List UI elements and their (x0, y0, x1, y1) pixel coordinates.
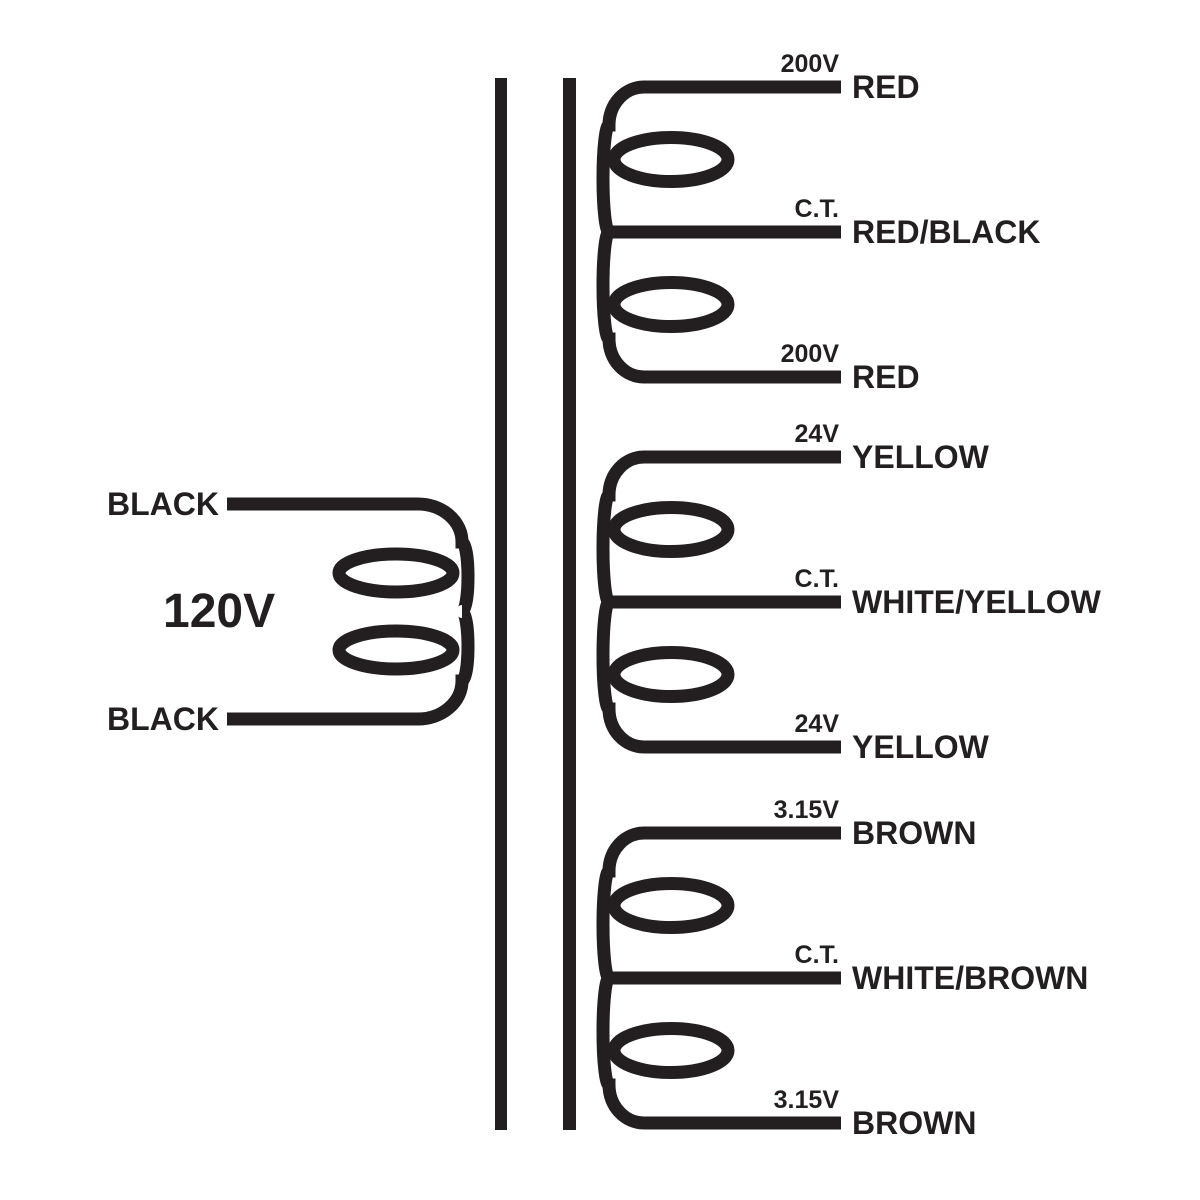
secondary-3-loop-1 (607, 877, 735, 934)
secondary-2-ct-tap-label: C.T. (795, 565, 839, 593)
secondary-1-ct-lead-label: RED/BLACK (852, 214, 1040, 250)
secondary-1-top-lead-label: RED (852, 69, 920, 105)
secondary-2-top-lead-label: YELLOW (852, 439, 990, 475)
secondary-winding-3 (596, 826, 841, 1130)
core-bar-right (563, 78, 576, 1130)
secondary-3-bottom-tap-label: 3.15V (774, 1086, 840, 1114)
secondary-2-loop-2 (607, 646, 735, 703)
primary-wire (227, 497, 475, 726)
secondary-3-bottom-lead-label: BROWN (852, 1105, 976, 1141)
secondary-3-ct-tap-label: C.T. (795, 941, 839, 969)
secondary-3-top-lead-label: BROWN (852, 815, 976, 851)
secondary-2-top-tap-label: 24V (795, 420, 840, 448)
primary-loop-1 (332, 547, 460, 599)
secondary-2-bottom-lead-label: YELLOW (852, 729, 990, 765)
secondary-1-loop-1 (607, 131, 735, 188)
secondary-3-loop-2 (607, 1022, 735, 1079)
secondary-1-top-tap-label: 200V (781, 50, 840, 78)
secondary-winding-1 (596, 80, 841, 384)
primary-bottom-lead-label: BLACK (107, 701, 219, 737)
secondary-1-ct-tap-label: C.T. (795, 195, 839, 223)
primary-winding (227, 497, 475, 726)
secondary-1-bottom-lead-label: RED (852, 359, 920, 395)
core-bar-left (495, 78, 507, 1130)
secondary-2-loop-1 (607, 501, 735, 558)
secondary-1-bottom-tap-label: 200V (781, 340, 840, 368)
secondary-1-loop-2 (607, 276, 735, 333)
primary-top-lead-label: BLACK (107, 486, 219, 522)
secondary-winding-2 (596, 450, 841, 754)
primary-loop-2 (332, 624, 460, 676)
secondary-2-ct-lead-label: WHITE/YELLOW (852, 584, 1102, 620)
secondary-3-ct-lead-label: WHITE/BROWN (852, 960, 1088, 996)
primary-voltage-label: 120V (163, 585, 275, 638)
secondary-3-top-tap-label: 3.15V (774, 796, 840, 824)
transformer-core (495, 78, 576, 1130)
secondary-2-bottom-tap-label: 24V (795, 710, 840, 738)
